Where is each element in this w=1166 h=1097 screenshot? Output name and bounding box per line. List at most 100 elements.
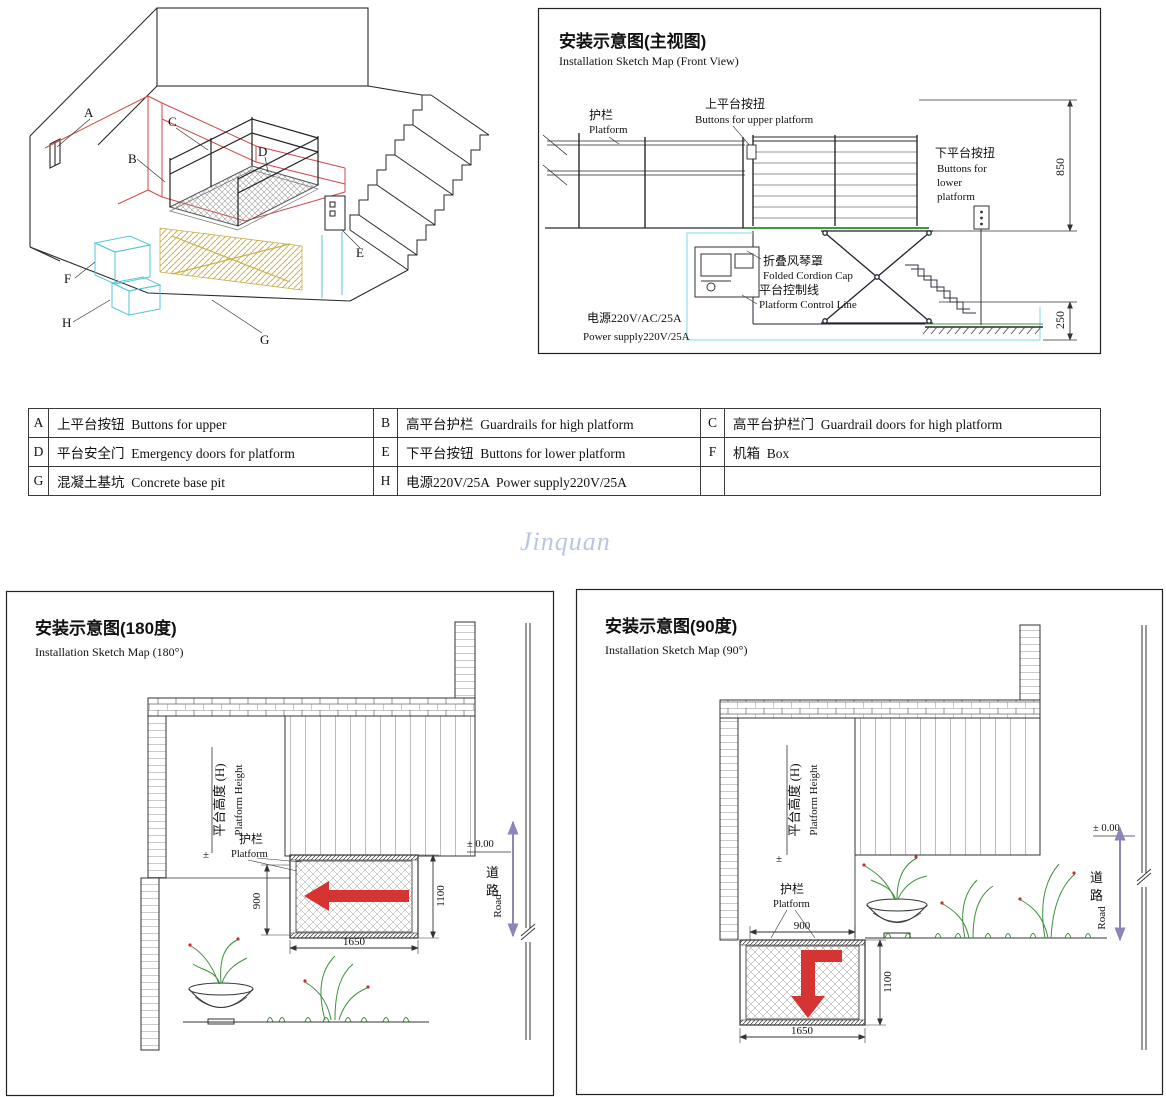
- front-cap-cn: 折叠风琴罩: [763, 253, 823, 268]
- control-box: [694, 246, 760, 298]
- left-guardrail: [542, 133, 749, 229]
- dimension-1650: [739, 1028, 866, 1043]
- isometric-view: A B C D E F G H: [29, 7, 490, 347]
- upper-btn-leader: [732, 125, 752, 148]
- dim-850-label: 850: [1053, 158, 1067, 176]
- dim-900-label: 900: [251, 892, 263, 909]
- plan90-height-en: Platform Height: [808, 764, 820, 835]
- plan180-title: 安装示意图(180度): [35, 618, 177, 638]
- pit-outline: [686, 232, 1041, 341]
- platform-plan: [289, 854, 419, 939]
- legend-text: 电源220V/25A Power supply220V/25A: [397, 466, 701, 496]
- dimension-850: [919, 99, 1077, 232]
- lower-button-panel: [973, 205, 990, 325]
- direction-arrow: [304, 881, 409, 911]
- road-cn-2: 路: [1090, 888, 1103, 903]
- callout-letters: A B C D E F G H: [62, 105, 364, 347]
- level-label: ± 0.00: [467, 839, 494, 850]
- room-walls: [29, 7, 423, 302]
- height-dimension: ±: [203, 747, 213, 861]
- road: [1114, 625, 1152, 1050]
- front-view-panel: 安装示意图(主视图) Installation Sketch Map (Fron…: [537, 7, 1102, 355]
- label-g: G: [260, 332, 269, 347]
- front-subtitle: Installation Sketch Map (Front View): [559, 54, 739, 68]
- legend-text: 高平台护栏 Guardrails for high platform: [397, 408, 701, 438]
- stairs: [349, 94, 490, 271]
- dimension-1100: [865, 939, 886, 1026]
- label-d: D: [258, 144, 267, 159]
- front-ctrl-cn: 平台控制线: [759, 282, 819, 297]
- panel-border: [537, 7, 1102, 355]
- button-cabinet: [324, 195, 346, 231]
- guardrail-strip-top: [739, 939, 866, 946]
- road-en: Road: [492, 894, 504, 918]
- legend-key: E: [373, 437, 398, 467]
- dimension-900: [261, 864, 290, 936]
- lower-ground: [922, 323, 1043, 335]
- legend-text: 上平台按钮 Buttons for upper: [48, 408, 374, 438]
- front-lower-btn-cn: 下平台按扭: [935, 145, 995, 160]
- dimension-250: [939, 301, 1077, 341]
- dimension-900: [749, 926, 856, 940]
- label-b: B: [128, 151, 137, 166]
- legend-text: [724, 466, 1101, 496]
- dimension-1100: [418, 854, 439, 939]
- label-c: C: [168, 114, 177, 129]
- plan180-height-cn: 平台高度 (H): [212, 763, 227, 836]
- label-h: H: [62, 315, 71, 330]
- road: [507, 623, 536, 1040]
- label-a: A: [84, 105, 94, 120]
- machine-boxes: [93, 232, 343, 316]
- front-power-en: Power supply220V/25A: [583, 331, 690, 343]
- plants: [862, 855, 1092, 939]
- legend-text: 平台安全门 Emergency doors for platform: [48, 437, 374, 467]
- callout-leaders: [56, 118, 361, 334]
- legend-row: D 平台安全门 Emergency doors for platform E 下…: [28, 437, 1101, 467]
- level-label: ± 0.00: [1093, 823, 1120, 834]
- legend-row: A 上平台按钮 Buttons for upper B 高平台护栏 Guardr…: [28, 408, 1101, 438]
- plan180-guardrail-en: Platform: [231, 849, 268, 860]
- dim-1100-label: 1100: [882, 971, 894, 993]
- legend-key: A: [28, 408, 49, 438]
- plan180-subtitle: Installation Sketch Map (180°): [35, 645, 183, 659]
- plan90-height-cn: 平台高度 (H): [787, 763, 802, 836]
- front-cap-en: Folded Cordion Cap: [763, 270, 853, 282]
- legend-key: F: [700, 437, 725, 467]
- guardrail-strip-bottom: [289, 932, 419, 939]
- height-dimension: ±: [776, 745, 788, 865]
- legend-key: B: [373, 408, 398, 438]
- guardrail-strip-top: [289, 854, 419, 861]
- front-lower-btn-en1: Buttons for: [937, 163, 987, 175]
- plan90-title: 安装示意图(90度): [605, 616, 737, 636]
- pm-mark: ±: [203, 849, 209, 861]
- legend-key: G: [28, 466, 49, 496]
- direction-arrow: [791, 950, 842, 1018]
- plan180-guardrail-cn: 护栏: [239, 831, 263, 846]
- front-guardrail-cn: 护栏: [589, 107, 613, 122]
- front-power-cn: 电源220V/AC/25A: [587, 311, 682, 325]
- plan90-guardrail-cn: 护栏: [780, 881, 804, 896]
- watermark: Jinquan: [520, 527, 611, 556]
- pm-mark: ±: [776, 853, 782, 865]
- plan90-subtitle: Installation Sketch Map (90°): [605, 643, 747, 657]
- dim-1650-label: 1650: [791, 1025, 814, 1037]
- guardrail-strip-bottom: [739, 1019, 866, 1026]
- dimension-1650: [289, 940, 419, 954]
- dim-900-label: 900: [794, 920, 811, 932]
- plan180-height-en: Platform Height: [233, 764, 245, 835]
- front-upper-btn-en: Buttons for upper platform: [695, 114, 814, 126]
- legend-key: D: [28, 437, 49, 467]
- legend-key: H: [373, 466, 398, 496]
- legend-text: 机箱 Box: [724, 437, 1101, 467]
- front-guardrail-en: Platform: [589, 124, 628, 136]
- lift-cage: [746, 135, 918, 226]
- walls: [719, 624, 1107, 941]
- legend-text: 下平台按钮 Buttons for lower platform: [397, 437, 701, 467]
- front-upper-btn-cn: 上平台按扭: [705, 96, 765, 111]
- front-lower-btn-en3: platform: [937, 191, 975, 203]
- platform-guardrails: [169, 117, 319, 226]
- plants: [188, 937, 410, 1023]
- center-leaders: [741, 250, 762, 305]
- pit-wall-hatched: [159, 227, 303, 291]
- front-title: 安装示意图(主视图): [559, 31, 706, 51]
